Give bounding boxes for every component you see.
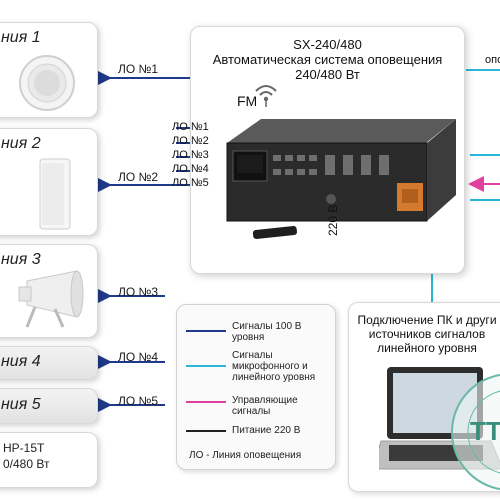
zone-card-4: ния 4: [0, 346, 98, 380]
legend-text-line-level: Сигналы микрофонного и линейного уровня: [232, 350, 316, 383]
zone-title-3: ния 3: [1, 251, 41, 268]
legend-line-100v: [186, 330, 226, 332]
zone-card-1: ния 1: [0, 22, 98, 118]
zone-card-5: ния 5: [0, 388, 98, 424]
mains-voltage-label: 220 В: [326, 204, 340, 236]
ceiling-speaker-icon: [19, 55, 75, 111]
zone-lo-label-2: ЛО №2: [118, 170, 159, 184]
legend-line-mains: [186, 430, 226, 432]
legend-text-mains: Питание 220 В: [232, 425, 301, 436]
pc-text-line1: Подключение ПК и други: [357, 313, 497, 327]
zone-title-2: ния 2: [1, 135, 41, 152]
device-input-1: ЛО №1: [172, 121, 209, 133]
device-input-2: ЛО №2: [172, 135, 209, 147]
pc-text-line3: линейного уровня: [377, 341, 477, 355]
legend-box: Сигналы 100 В уровня Сигналы микрофонног…: [176, 304, 336, 470]
right-edge-label: опо: [485, 54, 500, 66]
zone-lo-label-5: ЛО №5: [118, 394, 159, 408]
svg-text:TT: TT: [470, 416, 500, 446]
device-card: SX-240/480 Автоматическая система оповещ…: [190, 26, 465, 274]
psu-power: 0/480 Вт: [3, 457, 50, 471]
zone-title-4: ния 4: [1, 353, 41, 370]
fm-label: FM: [237, 93, 258, 109]
amplifier-unit-icon: [226, 119, 456, 222]
horn-speaker-icon: [18, 270, 84, 328]
device-model: SX-240/480: [293, 37, 362, 52]
legend-text-control: Управляющие сигналы: [232, 395, 298, 417]
zone-card-3: ния 3: [0, 244, 98, 338]
pc-text-line2: источников сигналов: [368, 327, 486, 341]
remote-control-icon: [252, 226, 298, 239]
legend-line-line-level: [186, 365, 226, 367]
device-input-3: ЛО №3: [172, 149, 209, 161]
legend-note: ЛО - Линия оповещения: [189, 450, 302, 461]
zone-card-2: ния 2: [0, 128, 98, 236]
fm-antenna-icon: [255, 85, 277, 107]
psu-card: HP-15T 0/480 Вт: [0, 432, 98, 488]
legend-line-control: [186, 401, 226, 403]
device-input-5: ЛО №5: [172, 177, 209, 189]
zone-lo-label-1: ЛО №1: [118, 62, 159, 76]
zone-title-5: ния 5: [1, 396, 41, 413]
zone-lo-label-4: ЛО №4: [118, 350, 159, 364]
wall-speaker-icon: [39, 158, 71, 230]
psu-model: HP-15T: [3, 441, 45, 455]
legend-text-100v: Сигналы 100 В уровня: [232, 321, 302, 343]
zone-lo-label-3: ЛО №3: [118, 285, 159, 299]
device-description: Автоматическая система оповещения: [212, 52, 443, 67]
zone-title-1: ния 1: [1, 29, 41, 46]
device-input-4: ЛО №4: [172, 163, 209, 175]
device-power: 240/480 Вт: [295, 67, 360, 82]
certification-seal-icon: TT: [451, 373, 500, 491]
